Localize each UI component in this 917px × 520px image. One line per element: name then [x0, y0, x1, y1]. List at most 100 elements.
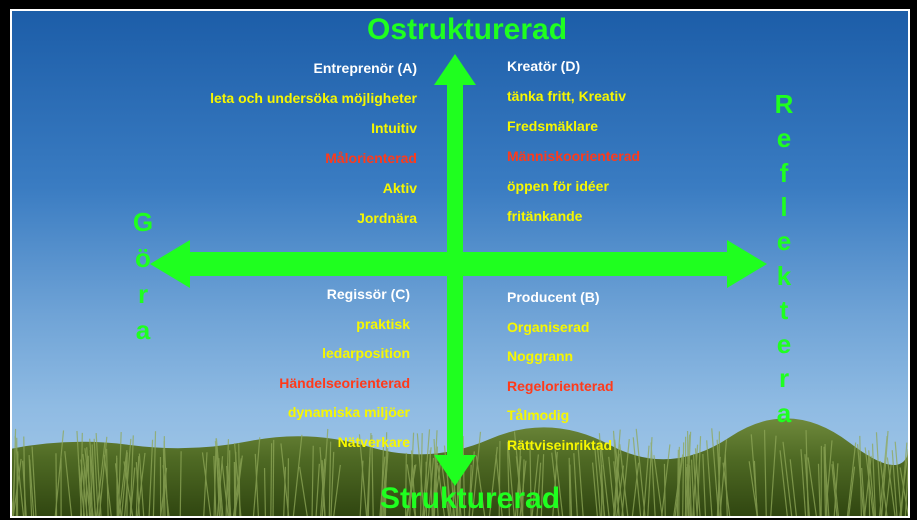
quadrant-trait: tänka fritt, Kreativ — [507, 88, 627, 104]
grass-blade — [846, 442, 857, 518]
grass-blade — [635, 428, 646, 518]
grass-blade — [488, 446, 498, 518]
quadrant-trait: Människoorienterad — [507, 148, 641, 164]
quadrant-trait: Jordnära — [357, 210, 417, 226]
grass-blade — [410, 450, 417, 518]
axis-letter: a — [135, 315, 151, 345]
axis-letter: r — [137, 279, 149, 309]
grass-blade — [891, 450, 898, 518]
grass-blade — [98, 436, 108, 518]
grass-blade — [321, 460, 326, 518]
grass-blade — [123, 438, 132, 518]
grass-blade — [805, 430, 809, 518]
quadrant-trait: Händelseorienterad — [279, 374, 410, 391]
grass-blade — [514, 456, 522, 518]
axis-letter: k — [776, 260, 792, 291]
quadrant-axes — [150, 54, 767, 486]
grass-blade — [380, 455, 388, 518]
grass-blade — [76, 430, 83, 518]
quadrant-trait: Intuitiv — [371, 120, 417, 136]
quadrant-heading: Producent (B) — [507, 289, 600, 305]
grass-blade — [696, 436, 702, 518]
grass-blade — [536, 462, 542, 518]
grass-blade — [89, 438, 97, 518]
grass-blade — [148, 439, 154, 518]
grass-blade — [225, 439, 230, 518]
grass-blade — [779, 450, 789, 518]
quadrant-trait: Rättviseinriktad — [507, 436, 613, 453]
grass-blade — [875, 432, 882, 518]
grass-blade — [867, 454, 871, 518]
grass-blade — [118, 450, 128, 518]
grass-blade — [682, 442, 685, 518]
grass-blade — [594, 447, 602, 518]
horizontal-axis-shaft — [186, 252, 736, 276]
grass-blade — [114, 463, 122, 518]
grass-blade — [213, 445, 217, 518]
quadrant-trait: Noggrann — [507, 348, 574, 364]
grass-blade — [833, 463, 839, 518]
grass-blade — [663, 463, 666, 518]
grass-blade — [817, 463, 821, 518]
grass-blade — [471, 431, 482, 518]
grass-blade — [631, 462, 640, 518]
axis-letter: R — [774, 89, 794, 119]
grass-blade — [84, 448, 94, 518]
grass-blade — [800, 449, 807, 518]
grass-blade — [280, 443, 290, 518]
grass-blade — [29, 459, 35, 518]
grass-blade — [201, 452, 212, 518]
grass-blade — [506, 441, 511, 518]
axis-label-top: Ostrukturerad — [367, 13, 568, 46]
grass-blade — [80, 459, 89, 518]
grass-blade — [591, 462, 599, 518]
axis-letter: r — [778, 363, 790, 394]
grass-blade — [554, 446, 564, 518]
grass-blade — [433, 438, 439, 518]
quadrant-trait: leta och undersöka möjligheter — [210, 90, 417, 106]
axis-label-bottom: Strukturerad — [380, 482, 561, 515]
grass-blade — [886, 457, 896, 518]
axis-letter: e — [776, 329, 792, 360]
grass-blade — [804, 454, 811, 518]
grass-blade — [292, 434, 303, 518]
grass-blade — [221, 461, 229, 518]
grass-blade — [660, 444, 671, 518]
grass-blade — [573, 453, 579, 518]
grass-blade — [686, 431, 692, 518]
grass-blade — [416, 433, 426, 518]
grass-blade — [722, 462, 731, 518]
grass-blade — [135, 456, 140, 518]
grass-blade — [358, 434, 368, 518]
grass-blade — [529, 442, 532, 518]
grass-blade — [232, 458, 242, 518]
axis-letter: t — [779, 294, 789, 325]
quadrant-trait: öppen för idéer — [507, 178, 609, 194]
grass-blade — [824, 440, 833, 518]
quadrant-heading: Regissör (C) — [326, 286, 410, 302]
grass-blade — [871, 443, 877, 518]
grass-blade — [162, 448, 166, 518]
grass-blade — [475, 455, 486, 518]
grass-blade — [432, 430, 438, 518]
grass-blade — [283, 466, 287, 518]
grass-blade — [856, 444, 865, 518]
grass-blade — [782, 441, 793, 518]
grass-blade — [763, 429, 767, 518]
grass-blade — [807, 457, 818, 518]
quadrant-trait: Aktiv — [382, 180, 417, 196]
grass-blade — [462, 436, 466, 518]
arrow-head-up — [434, 54, 476, 85]
grass-blade — [507, 448, 515, 518]
grass-blade — [367, 457, 371, 518]
grass-blade — [55, 453, 58, 518]
grass-blade — [596, 448, 606, 518]
quadrant-trait: Regelorienterad — [507, 377, 614, 394]
grass-blade — [519, 460, 527, 518]
grass-blade — [864, 447, 875, 518]
quadrant-heading: Entreprenör (A) — [313, 60, 417, 76]
grass-blade — [95, 442, 106, 518]
grass-blade — [823, 446, 827, 518]
grass-blade — [706, 440, 713, 518]
